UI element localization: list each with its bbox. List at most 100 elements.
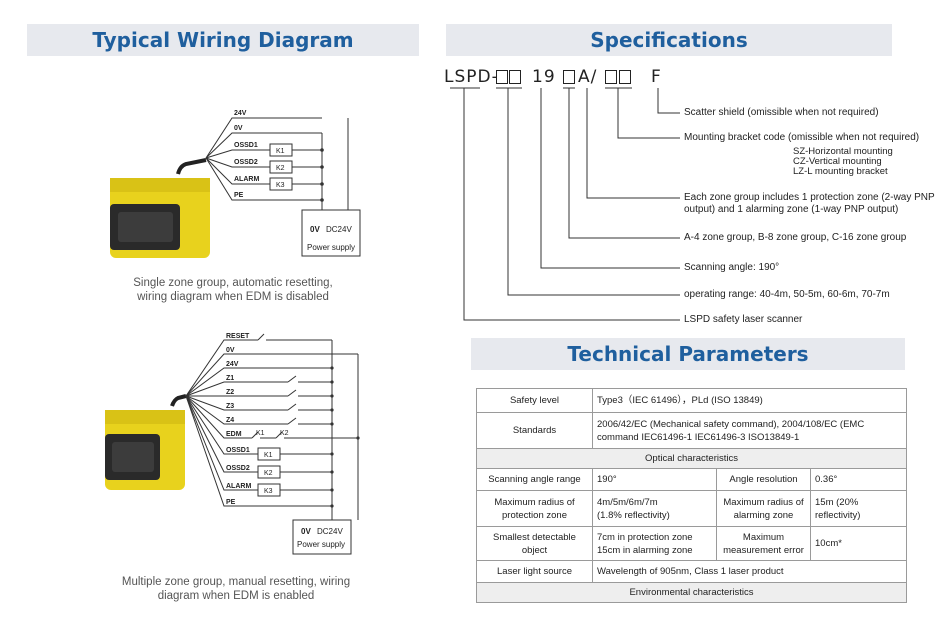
section-environmental: Environmental characteristics <box>475 582 908 603</box>
model-code-box-4 <box>605 70 617 84</box>
spec-item-zone-group-type: A-4 zone group, B-8 zone group, C-16 zon… <box>684 232 907 243</box>
wire-label-24v: 24V <box>234 110 247 117</box>
tech-section-header: Technical Parameters <box>471 338 905 370</box>
wire-label-0v: 0V <box>226 347 235 354</box>
svg-text:DC24V: DC24V <box>317 527 343 536</box>
spec-section-header: Specifications <box>446 24 892 56</box>
cell-value: 10cm* <box>809 526 908 561</box>
wire-label-pe: PE <box>226 499 236 506</box>
wire-label-0v: 0V <box>234 125 243 132</box>
wiring-caption-multi-zone: Multiple zone group, manual resetting, w… <box>121 576 351 602</box>
spec-leader-lines <box>450 87 680 321</box>
cell-label: Laser light source <box>476 560 593 583</box>
model-code-box-1 <box>496 70 508 84</box>
wire-label-edm: EDM <box>226 431 242 438</box>
svg-text:K3: K3 <box>276 182 285 189</box>
model-code-scan: 19 <box>532 67 556 87</box>
svg-text:K1: K1 <box>264 452 273 459</box>
cell-value: 0.36° <box>809 468 908 491</box>
wire-label-z3: Z3 <box>226 403 234 410</box>
svg-text:K3: K3 <box>264 488 273 495</box>
table-section-row: Environmental characteristics <box>475 582 908 603</box>
table-row: Standards 2006/42/EC (Mechanical safety … <box>476 412 908 449</box>
svg-text:Power supply: Power supply <box>297 540 345 549</box>
spec-item-zone-group-desc: Each zone group includes 1 protection zo… <box>684 192 935 215</box>
spec-item-product-name: LSPD safety laser scanner <box>684 314 803 325</box>
cell-label: Safety level <box>476 388 593 413</box>
tech-section-title: Technical Parameters <box>567 342 809 366</box>
wiring-section-header: Typical Wiring Diagram <box>27 24 419 56</box>
cell-value: 190° <box>592 468 717 491</box>
relay-k3: K3 <box>269 177 293 191</box>
model-code-a: A/ <box>578 67 598 87</box>
table-section-row: Optical characteristics <box>475 448 908 469</box>
model-code-box-5 <box>619 70 631 84</box>
cell-value: 7cm in protection zone 15cm in alarming … <box>592 526 717 561</box>
wiring-diagram-single-zone: 24V 0V OSSD1 OSSD2 ALARM PE K1 K2 K3 0V … <box>110 110 361 258</box>
svg-text:K1: K1 <box>276 148 285 155</box>
wire-label-z4: Z4 <box>226 417 234 424</box>
wire-label-z1: Z1 <box>226 375 234 382</box>
cell-value: 15m (20% reflectivity) <box>809 490 908 527</box>
cell-label: Maximum measurement error <box>716 526 811 561</box>
wire-label-pe: PE <box>234 192 244 199</box>
scanner-device-image <box>110 158 210 258</box>
tech-params-table: Safety level Type3（IEC 61496），PLd (ISO 1… <box>475 388 908 603</box>
cell-value: Wavelength of 905nm, Class 1 laser produ… <box>591 560 908 583</box>
wire-label-ossd1: OSSD1 <box>234 142 258 149</box>
wiring-diagram-multi-zone: RESET 0V 24V Z1 Z2 Z3 Z4 EDM OSSD1 OSSD2… <box>105 333 360 555</box>
cell-label: Maximum radius of protection zone <box>476 490 593 527</box>
edm-contact-k2: K2 <box>280 430 289 437</box>
svg-text:DC24V: DC24V <box>326 225 352 234</box>
relay-k1: K1 <box>257 447 281 461</box>
spec-item-scatter-shield: Scatter shield (omissible when not requi… <box>684 107 879 118</box>
cell-value: Type3（IEC 61496），PLd (ISO 13849) <box>591 388 908 413</box>
wire-label-reset: RESET <box>226 333 250 340</box>
svg-text:0V: 0V <box>301 527 311 536</box>
table-row: Safety level Type3（IEC 61496），PLd (ISO 1… <box>476 388 908 413</box>
svg-text:Power supply: Power supply <box>307 243 355 252</box>
power-supply-box: 0V DC24V Power supply <box>301 209 361 257</box>
wire-label-z2: Z2 <box>226 389 234 396</box>
table-row: Smallest detectable object 7cm in protec… <box>476 526 908 561</box>
table-row: Maximum radius of protection zone 4m/5m/… <box>476 490 908 527</box>
relay-k1: K1 <box>269 143 293 157</box>
cell-value: 4m/5m/6m/7m (1.8% reflectivity) <box>592 490 717 527</box>
relay-k2: K2 <box>269 160 293 174</box>
wire-label-ossd2: OSSD2 <box>226 465 250 472</box>
wire-label-ossd2: OSSD2 <box>234 159 258 166</box>
cell-label: Scanning angle range <box>476 468 593 491</box>
cell-label: Maximum radius of alarming zone <box>716 490 811 527</box>
model-code-box-3 <box>563 70 575 84</box>
svg-text:K2: K2 <box>276 165 285 172</box>
table-row: Laser light source Wavelength of 905nm, … <box>476 560 908 583</box>
spec-section-title: Specifications <box>590 28 748 52</box>
spec-item-mounting-options: SZ-Horizontal mounting CZ-Vertical mount… <box>793 146 893 177</box>
relay-k3: K3 <box>257 483 281 497</box>
scanner-device-image <box>105 394 187 490</box>
wiring-section-title: Typical Wiring Diagram <box>92 28 354 52</box>
spec-item-scanning-angle: Scanning angle: 190° <box>684 262 780 273</box>
edm-contact-k1: K1 <box>256 430 265 437</box>
wiring-caption-single-zone: Single zone group, automatic resetting, … <box>133 277 333 303</box>
svg-text:0V: 0V <box>310 225 320 234</box>
cell-label: Smallest detectable object <box>476 526 593 561</box>
wire-bundle <box>205 117 349 210</box>
spec-item-mounting-bracket: Mounting bracket code (omissible when no… <box>684 132 920 143</box>
relay-k2: K2 <box>257 465 281 479</box>
wire-label-ossd1: OSSD1 <box>226 447 250 454</box>
cell-label: Angle resolution <box>716 468 811 491</box>
power-supply-box: 0V DC24V Power supply <box>292 519 352 555</box>
wire-label-24v: 24V <box>226 361 239 368</box>
wire-label-alarm: ALARM <box>234 176 259 183</box>
model-code-f: F <box>651 67 662 87</box>
cell-value: 2006/42/EC (Mechanical safety command), … <box>591 412 908 449</box>
spec-item-operating-range: operating range: 40-4m, 50-5m, 60-6m, 70… <box>684 289 890 300</box>
section-optical: Optical characteristics <box>475 448 908 469</box>
svg-text:K2: K2 <box>264 470 273 477</box>
wire-bundle <box>185 333 359 520</box>
model-code-prefix: LSPD- <box>444 67 499 87</box>
table-row: Scanning angle range 190° Angle resoluti… <box>476 468 908 491</box>
cell-label: Standards <box>476 412 593 449</box>
model-code-box-2 <box>509 70 521 84</box>
